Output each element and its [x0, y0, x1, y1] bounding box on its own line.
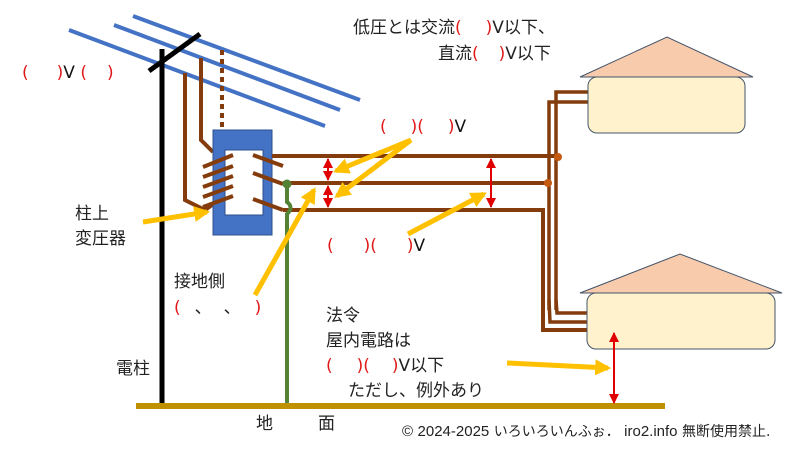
- grounded-side-label: 接地側 (、、): [174, 272, 262, 318]
- indoor-law-label: 法令 屋内電路は ()()V以下 ただし、例外あり: [326, 306, 484, 401]
- voltage-upper-blank: ()()V: [380, 117, 467, 137]
- voltage-lower-blank: ()()V: [327, 236, 426, 256]
- primary-lead-1: [183, 73, 214, 213]
- transformer-window: [224, 149, 264, 216]
- pointer-arrow-clearance: [506, 359, 612, 376]
- primary-lead-2: [199, 58, 215, 154]
- house-lower: [579, 253, 783, 350]
- high-voltage-wire-3: [68, 28, 326, 128]
- ground-label: 地面: [256, 414, 335, 434]
- pointer-arrow-voltage-1: [333, 137, 412, 174]
- pole-crossarm: [147, 31, 202, 74]
- pointer-arrow-voltage-2: [334, 138, 413, 198]
- transformer-label: 柱上 変圧器: [75, 204, 126, 249]
- junction-dot-top: [554, 153, 562, 161]
- primary-coil: [202, 153, 234, 209]
- copyright-footer: © 2024-2025 いろいろいんふぉ． iro2.info 無断使用禁止.: [402, 423, 771, 440]
- high-voltage-wire-1: [132, 14, 361, 102]
- house-upper: [579, 36, 754, 134]
- pointer-arrow-transformer: [142, 206, 211, 225]
- low-voltage-definition-line2: 直流()V以下: [438, 44, 551, 64]
- pointer-arrow-voltage-lower: [406, 191, 487, 237]
- secondary-coil: [252, 153, 284, 212]
- junction-dot-middle: [544, 179, 552, 187]
- ground-wire: [285, 183, 293, 405]
- low-voltage-definition-line1: 低圧とは交流()V以下、: [353, 18, 555, 38]
- pole-label: 電柱: [116, 359, 150, 379]
- service-drop-lower-1: [554, 299, 596, 315]
- high-voltage-wire-2: [113, 23, 341, 112]
- ground-connection-dot: [282, 179, 292, 189]
- pointer-arrow-grounded-side: [252, 187, 317, 297]
- high-voltage-blank: ()V (): [22, 63, 114, 83]
- service-drop-upper-2: [547, 100, 588, 310]
- service-drop-upper-1: [554, 90, 588, 310]
- low-voltage-line-bottom: [283, 208, 620, 332]
- service-drop-lower-2: [547, 299, 604, 324]
